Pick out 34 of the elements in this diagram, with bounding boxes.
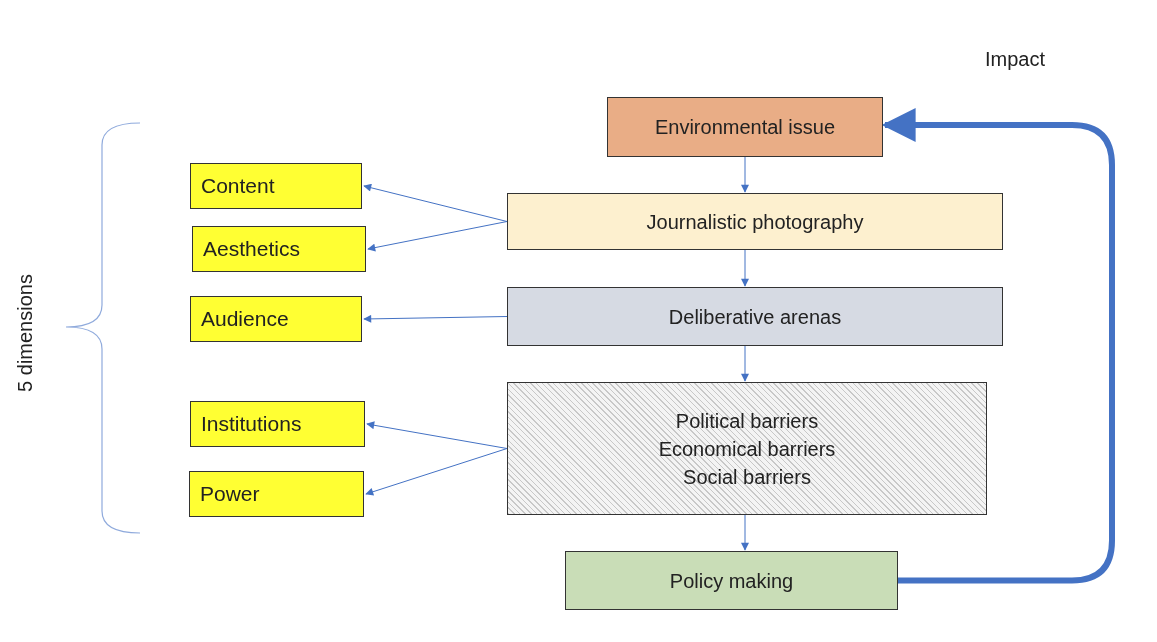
arrow <box>741 514 749 551</box>
node-label: Aesthetics <box>203 236 300 262</box>
process-box <box>507 193 1003 250</box>
node-label: Audience <box>201 306 289 332</box>
process-box <box>507 287 1003 346</box>
node-label: Political barriers <box>675 408 819 434</box>
hatched-box <box>507 382 987 515</box>
axis-label: 5 dimensions <box>13 274 37 392</box>
node-label: Journalistic photography <box>646 209 864 235</box>
node-label: Power <box>200 481 260 507</box>
dimension-box <box>190 296 362 342</box>
arrow <box>741 249 749 287</box>
node-label: Policy making <box>669 568 794 594</box>
dimension-box <box>190 401 365 447</box>
node-label: Economical barriers <box>658 436 836 462</box>
node-label: Content <box>201 173 275 199</box>
node-label: Environmental issue <box>654 115 836 140</box>
dimension-box <box>190 163 362 209</box>
arrow <box>363 183 508 222</box>
dimension-box <box>192 226 366 272</box>
arrow <box>367 221 508 252</box>
arrow <box>741 156 749 193</box>
node-label: Social barriers <box>683 464 811 490</box>
process-box <box>565 551 898 610</box>
node-label: Deliberative arenas <box>668 304 842 330</box>
impact-label: Impact <box>985 47 1046 72</box>
node-label: Institutions <box>201 411 302 437</box>
process-box <box>607 97 883 157</box>
arrow <box>741 345 749 382</box>
arrow <box>365 448 508 496</box>
arrow <box>363 314 508 323</box>
dimension-box <box>189 471 364 517</box>
arrow <box>366 421 508 449</box>
arrow <box>881 108 1115 584</box>
